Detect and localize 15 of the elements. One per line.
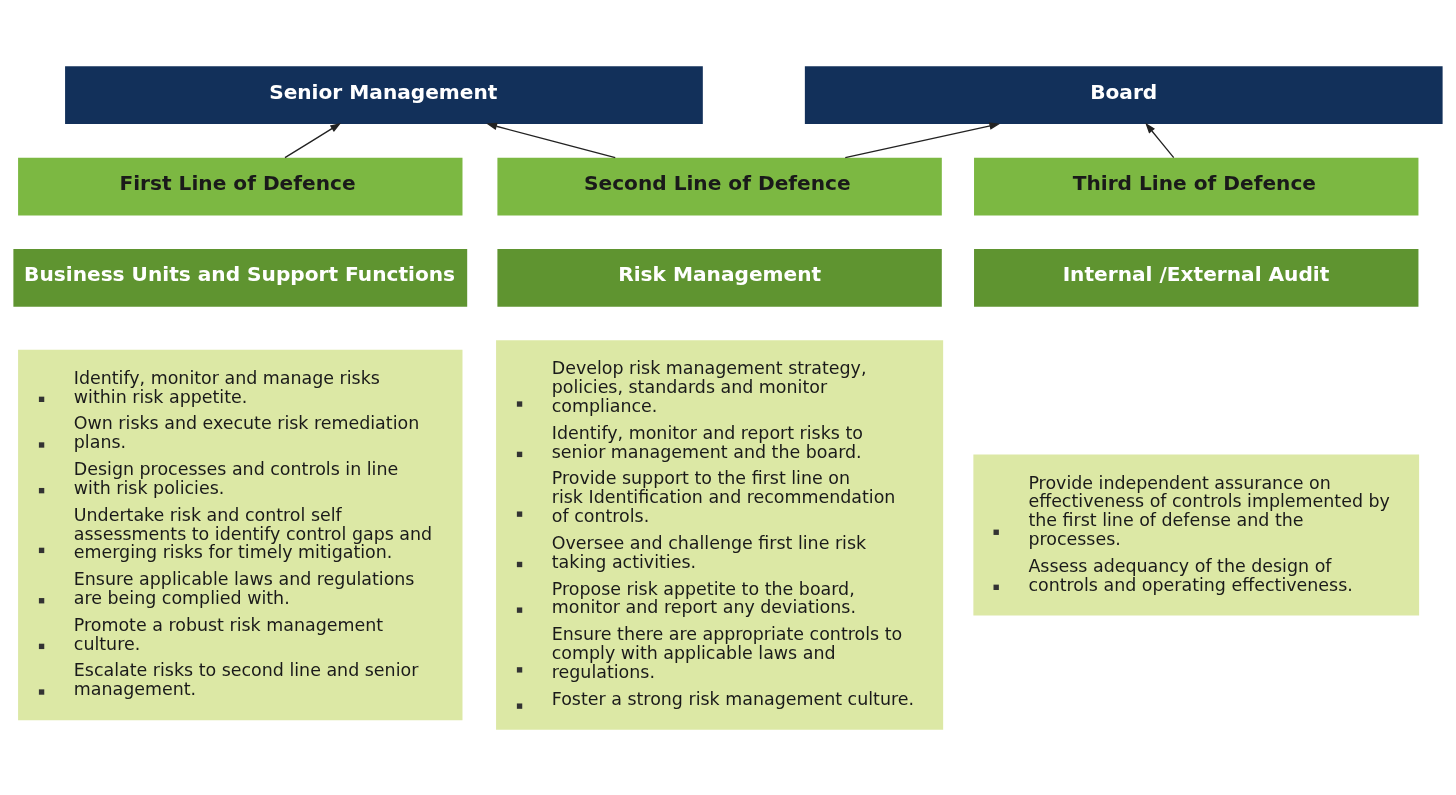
arrow [844,121,1001,158]
node-box: Develop risk management strategy, policies, standards and monitor compliance. Identify, monitor and report risks to senior management and the board. Provide support to the first line on risk Identification and recommendation of controls. Oversee and challenge first line risk taking activities. Propose risk appetite to the board, monitor and report any deviations. Ensure there are appropriate controls to comply with applicable laws and regulations. Foster a strong risk management culture. [496,339,944,730]
node-box: Risk Management [497,248,942,307]
node-box: Board [804,65,1443,124]
node-box: Third Line of Defence [974,157,1419,215]
node-box: Second Line of Defence [497,157,942,215]
node-box: Business Units and Support Functions [13,248,468,307]
node-box: Senior Management [65,65,703,124]
node-box: First Line of Defence [18,157,463,215]
node-box: Provide independent assurance on effectiveness of controls implemented by the first line of defense and the processes. Assess adequancy of the design of controls and operating effectiveness. [973,453,1420,615]
arrow [284,122,342,158]
node-box: Internal /External Audit [974,248,1419,307]
arrow [486,122,616,158]
arrow [1145,122,1175,158]
node-box: Identify, monitor and manage risks within risk appetite. Own risks and execute risk remediation plans. Design processes and controls in line with risk policies. Undertake risk and control self assessments to identify control gaps and emerging risks for timely mitigation. Ensure applicable laws and regulations are being complied with. Promote a robust risk management culture. Escalate risks to second line and senior management. [18,349,463,720]
